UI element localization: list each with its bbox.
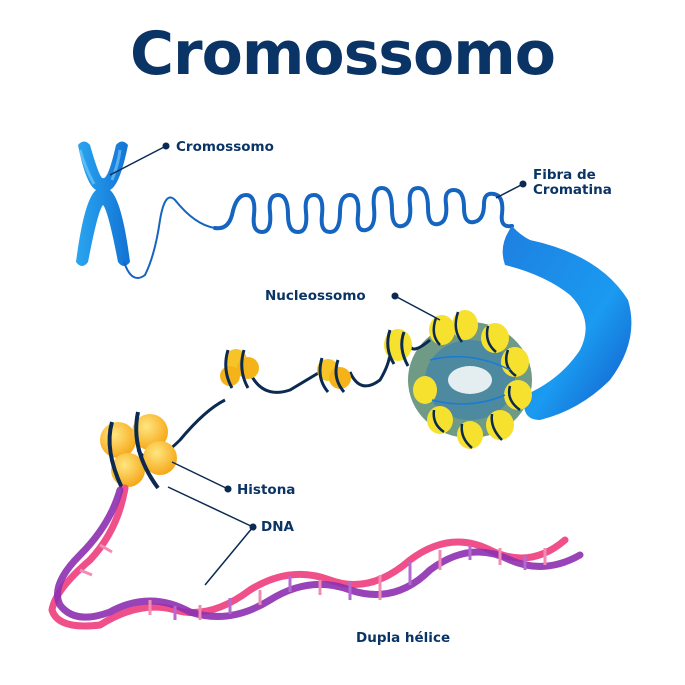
chromosome-icon	[76, 141, 130, 266]
page-title: Cromossomo	[130, 19, 556, 89]
label-chromatin-fiber-line2: Cromatina	[533, 182, 612, 198]
label-double-helix: Dupla hélice	[356, 630, 451, 646]
leader-lines	[109, 142, 527, 586]
dna-double-helix	[48, 484, 584, 630]
nucleosome-cluster	[408, 310, 532, 449]
histone-icon	[100, 411, 177, 490]
label-dna: DNA	[261, 519, 294, 535]
chromatin-fiber	[213, 185, 514, 235]
label-chromosome: Cromossomo	[176, 139, 274, 155]
nucleosomes-on-string	[136, 329, 431, 460]
chromatin-thread	[123, 196, 216, 279]
label-histone: Histona	[237, 482, 296, 498]
label-chromatin-fiber-line1: Fibra de	[533, 167, 596, 183]
label-nucleosome: Nucleossomo	[265, 288, 366, 304]
chromatin-solenoid	[502, 226, 632, 420]
